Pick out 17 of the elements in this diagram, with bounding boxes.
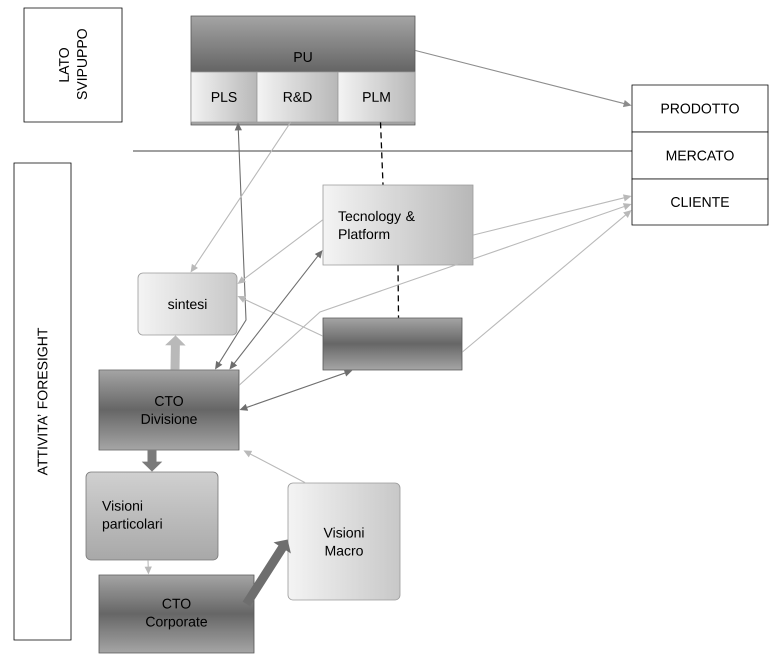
tab-box: R&D — [256, 72, 338, 122]
tab-box: PLS — [190, 72, 258, 122]
dashed-line — [380, 122, 384, 185]
process-box: CTO Divisione — [98, 370, 240, 450]
table-cell: PRODOTTO — [632, 84, 768, 132]
process-box: CTO Corporate — [98, 574, 254, 654]
rotated-label-box: LATO SVIPUPPO — [24, 8, 122, 122]
scroll-box: sintesi — [138, 272, 238, 336]
tab-box: PLM — [338, 72, 416, 122]
scroll-box: Visioni Macro — [288, 482, 400, 600]
process-box: Tecnology & Platform — [322, 184, 474, 266]
rotated-label-box: ATTIVITA’ FORESIGHT — [14, 162, 72, 640]
scroll-box: Visioni particolari — [86, 472, 218, 560]
table-cell: MERCATO — [632, 132, 768, 180]
table-cell: CLIENTE — [632, 178, 768, 226]
dashed-line — [397, 265, 400, 318]
process-box — [322, 318, 462, 370]
